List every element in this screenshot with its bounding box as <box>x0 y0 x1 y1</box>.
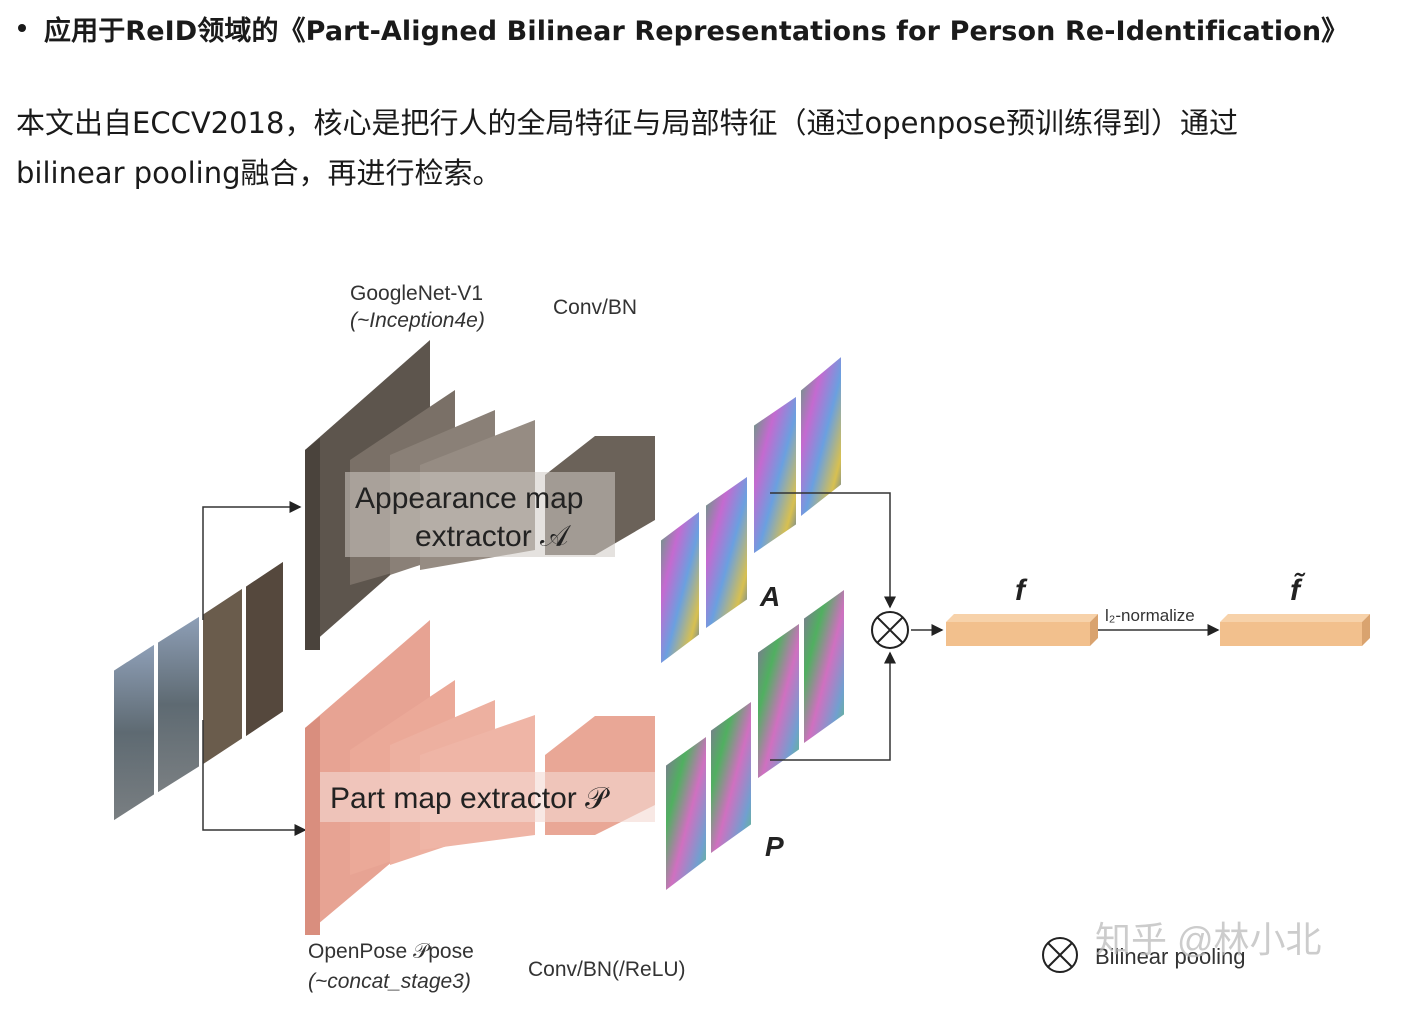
label-P: P <box>765 831 784 862</box>
appearance-label-1: Appearance map <box>355 482 584 515</box>
pooling-connectors <box>770 492 1220 761</box>
legend-text: Bilinear pooling <box>1095 944 1245 969</box>
label-f: f <box>1015 574 1028 607</box>
input-images <box>112 558 285 824</box>
label-ftilde: f̃ <box>1290 573 1306 607</box>
section-heading-row: 应用于ReID领域的《Part-Aligned Bilinear Represe… <box>14 6 1414 50</box>
feature-bar-f <box>946 614 1098 646</box>
bottom-conv-label: Conv/BN(/ReLU) <box>528 958 686 981</box>
openpose-label-2: (~concat_stage3) <box>308 970 471 993</box>
top-conv-label: Conv/BN <box>553 296 637 319</box>
appearance-feature-maps <box>659 352 843 667</box>
bilinear-pooling-symbol <box>871 611 909 649</box>
openpose-label-1: OpenPose 𝒫pose <box>308 940 474 963</box>
watermark: 知乎 @林小北 <box>1095 919 1322 960</box>
bullet-dot <box>18 24 26 32</box>
body-paragraph: 本文出自ECCV2018，核心是把行人的全局特征与局部特征（通过openpose… <box>16 98 1396 198</box>
feature-bar-ftilde <box>1220 614 1370 646</box>
label-A: A <box>759 581 780 612</box>
top-net-label-2: (~Inception4e) <box>350 309 485 332</box>
part-feature-maps <box>664 586 846 895</box>
architecture-diagram: GoogleNet-V1 (~Inception4e) Conv/BN Appe… <box>112 282 1370 993</box>
input-arrows <box>202 501 307 836</box>
paragraph-line-2: bilinear pooling融合，再进行检索。 <box>16 156 502 190</box>
part-extractor-block: Part map extractor 𝒫 <box>305 620 655 935</box>
appearance-label-2: extractor 𝒜 <box>415 520 572 553</box>
architecture-figure: GoogleNet-V1 (~Inception4e) Conv/BN Appe… <box>0 250 1420 1030</box>
appearance-extractor-block: Appearance map extractor 𝒜 <box>305 340 655 650</box>
part-map-label: Part map extractor 𝒫 <box>330 782 610 815</box>
legend: Bilinear pooling <box>1042 937 1245 973</box>
top-net-label-1: GoogleNet-V1 <box>350 282 483 305</box>
section-heading: 应用于ReID领域的《Part-Aligned Bilinear Represe… <box>44 15 1349 47</box>
normalize-label: l₂-normalize <box>1105 606 1195 625</box>
paragraph-line-1: 本文出自ECCV2018，核心是把行人的全局特征与局部特征（通过openpose… <box>16 106 1238 140</box>
